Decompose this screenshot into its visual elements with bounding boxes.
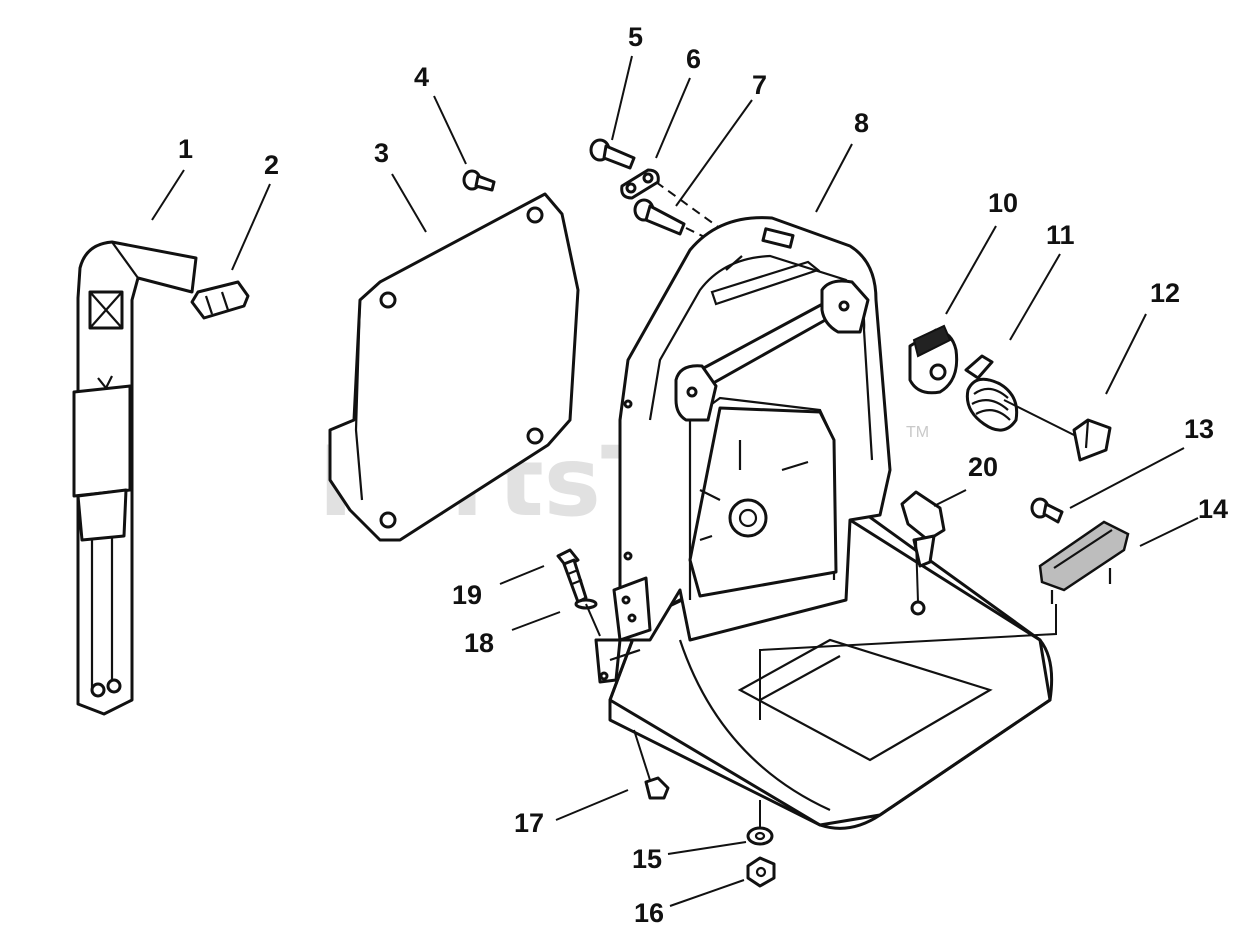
part-7-bolt[interactable] xyxy=(633,198,686,236)
callout-8[interactable]: 8 xyxy=(854,108,869,138)
part-10-cam[interactable] xyxy=(908,324,959,395)
callout-13[interactable]: 13 xyxy=(1184,414,1214,444)
callout-4[interactable]: 4 xyxy=(414,62,429,92)
callout-3[interactable]: 3 xyxy=(374,138,389,168)
watermark-trademark: TM xyxy=(906,424,929,441)
part-4-screw[interactable] xyxy=(462,169,496,192)
leader-lines xyxy=(151,55,1199,907)
part-1-shoulder-strap[interactable] xyxy=(72,240,198,716)
part-11-spring[interactable] xyxy=(964,354,1019,432)
callout-11[interactable]: 11 xyxy=(1046,220,1075,250)
part-2-buckle-clip[interactable] xyxy=(190,280,250,320)
callout-19[interactable]: 19 xyxy=(452,580,482,610)
part-20-wing-nut[interactable] xyxy=(900,490,946,568)
part-15-washer[interactable] xyxy=(746,826,774,846)
callout-1[interactable]: 1 xyxy=(178,134,193,164)
part-3-cover-plate[interactable] xyxy=(328,192,580,542)
callout-12[interactable]: 12 xyxy=(1150,278,1180,308)
part-12-bracket[interactable] xyxy=(1072,418,1112,462)
callout-7[interactable]: 7 xyxy=(752,70,767,100)
part-14-latch[interactable] xyxy=(1038,520,1130,604)
callout-18[interactable]: 18 xyxy=(464,628,494,658)
callout-6[interactable]: 6 xyxy=(686,44,701,74)
callout-15[interactable]: 15 xyxy=(632,844,662,874)
part-8-frame[interactable] xyxy=(594,216,1054,830)
callout-14[interactable]: 14 xyxy=(1198,494,1228,524)
part-17-nut[interactable] xyxy=(644,776,670,800)
part-13-screw[interactable] xyxy=(1030,497,1064,524)
part-6-washer-plate[interactable] xyxy=(620,168,660,200)
part-19-bolt[interactable] xyxy=(556,548,588,604)
callout-10[interactable]: 10 xyxy=(988,188,1018,218)
part-5-bolt[interactable] xyxy=(589,138,636,170)
part-16-nut[interactable] xyxy=(746,856,776,888)
callout-17[interactable]: 17 xyxy=(514,808,544,838)
callout-16[interactable]: 16 xyxy=(634,898,664,928)
callout-20[interactable]: 20 xyxy=(968,452,998,482)
callout-5[interactable]: 5 xyxy=(628,22,643,52)
callout-2[interactable]: 2 xyxy=(264,150,279,180)
callouts: 1 2 3 4 5 6 7 8 10 11 12 13 14 15 16 17 … xyxy=(178,22,1228,928)
